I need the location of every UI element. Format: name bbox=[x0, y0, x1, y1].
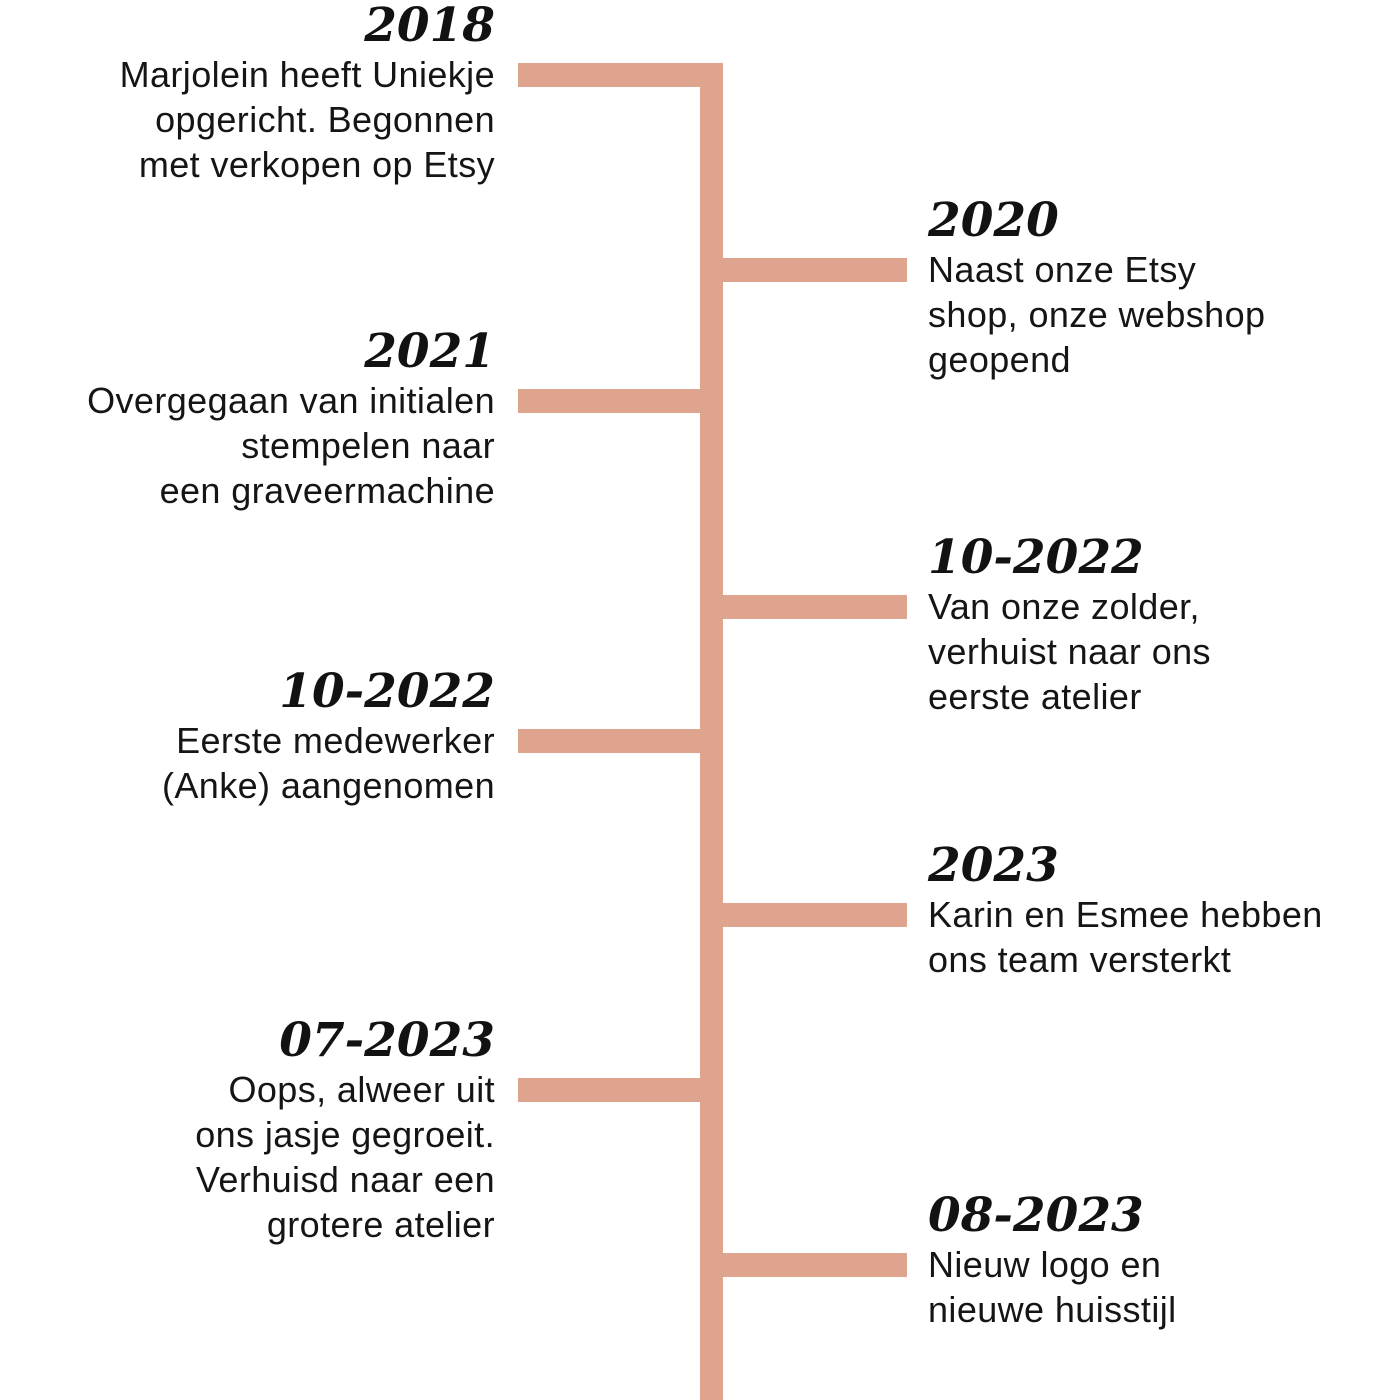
event-text-line: ons jasje gegroeit. bbox=[195, 1114, 495, 1155]
event-text-line: nieuwe huisstijl bbox=[928, 1289, 1177, 1330]
event-text-line: Verhuisd naar een bbox=[195, 1159, 495, 1200]
timeline-event-2020: 2020 Naast onze Etsy shop, onze webshop … bbox=[928, 195, 1400, 382]
timeline-event-2023: 2023 Karin en Esmee hebben ons team vers… bbox=[928, 840, 1400, 982]
event-year: 2018 bbox=[364, 0, 495, 53]
event-text-line: shop, onze webshop bbox=[928, 294, 1266, 335]
event-text-line: Oops, alweer uit bbox=[228, 1069, 495, 1110]
timeline-event-08-2023: 08-2023 Nieuw logo en nieuwe huisstijl bbox=[928, 1190, 1400, 1332]
event-text-line: (Anke) aangenomen bbox=[161, 765, 495, 806]
connector-bar-08-2023 bbox=[723, 1253, 907, 1277]
connector-bar-2023 bbox=[723, 903, 907, 927]
connector-bar-10-2022-r bbox=[723, 595, 907, 619]
event-text-line: Marjolein heeft Uniekje bbox=[119, 54, 495, 95]
event-text-line: Nieuw logo en bbox=[928, 1244, 1162, 1285]
connector-bar-07-2023 bbox=[518, 1078, 723, 1102]
timeline-event-2018: 2018 Marjolein heeft Uniekje opgericht. … bbox=[0, 0, 495, 187]
event-year: 2020 bbox=[928, 193, 1059, 248]
event-year: 07-2023 bbox=[279, 1013, 495, 1068]
event-text-line: ons team versterkt bbox=[928, 939, 1232, 980]
event-year: 10-2022 bbox=[279, 664, 495, 719]
event-year: 2023 bbox=[928, 838, 1059, 893]
connector-bar-2020 bbox=[723, 258, 907, 282]
connector-bar-2018 bbox=[518, 63, 723, 87]
timeline-event-10-2022-left: 10-2022 Eerste medewerker (Anke) aangeno… bbox=[0, 666, 495, 808]
event-year: 2021 bbox=[364, 324, 495, 379]
event-text-line: eerste atelier bbox=[928, 676, 1142, 717]
connector-bar-2021 bbox=[518, 389, 723, 413]
event-text-line: Eerste medewerker bbox=[176, 720, 495, 761]
event-text-line: opgericht. Begonnen bbox=[155, 99, 495, 140]
event-text-line: stempelen naar bbox=[241, 425, 495, 466]
event-text-line: Van onze zolder, bbox=[928, 586, 1200, 627]
event-text-line: grotere atelier bbox=[266, 1204, 495, 1245]
event-text-line: geopend bbox=[928, 339, 1071, 380]
event-year: 10-2022 bbox=[928, 530, 1144, 585]
event-text-line: Karin en Esmee hebben bbox=[928, 894, 1323, 935]
timeline-event-2021: 2021 Overgegaan van initialen stempelen … bbox=[0, 326, 495, 513]
connector-bar-10-2022-l bbox=[518, 729, 723, 753]
timeline-event-10-2022-right: 10-2022 Van onze zolder, verhuist naar o… bbox=[928, 532, 1400, 719]
timeline-event-07-2023: 07-2023 Oops, alweer uit ons jasje gegro… bbox=[0, 1015, 495, 1247]
event-text-line: verhuist naar ons bbox=[928, 631, 1211, 672]
event-text-line: met verkopen op Etsy bbox=[138, 144, 495, 185]
event-text-line: Overgegaan van initialen bbox=[87, 380, 495, 421]
event-year: 08-2023 bbox=[928, 1188, 1144, 1243]
event-text-line: Naast onze Etsy bbox=[928, 249, 1197, 290]
event-text-line: een graveermachine bbox=[159, 470, 495, 511]
